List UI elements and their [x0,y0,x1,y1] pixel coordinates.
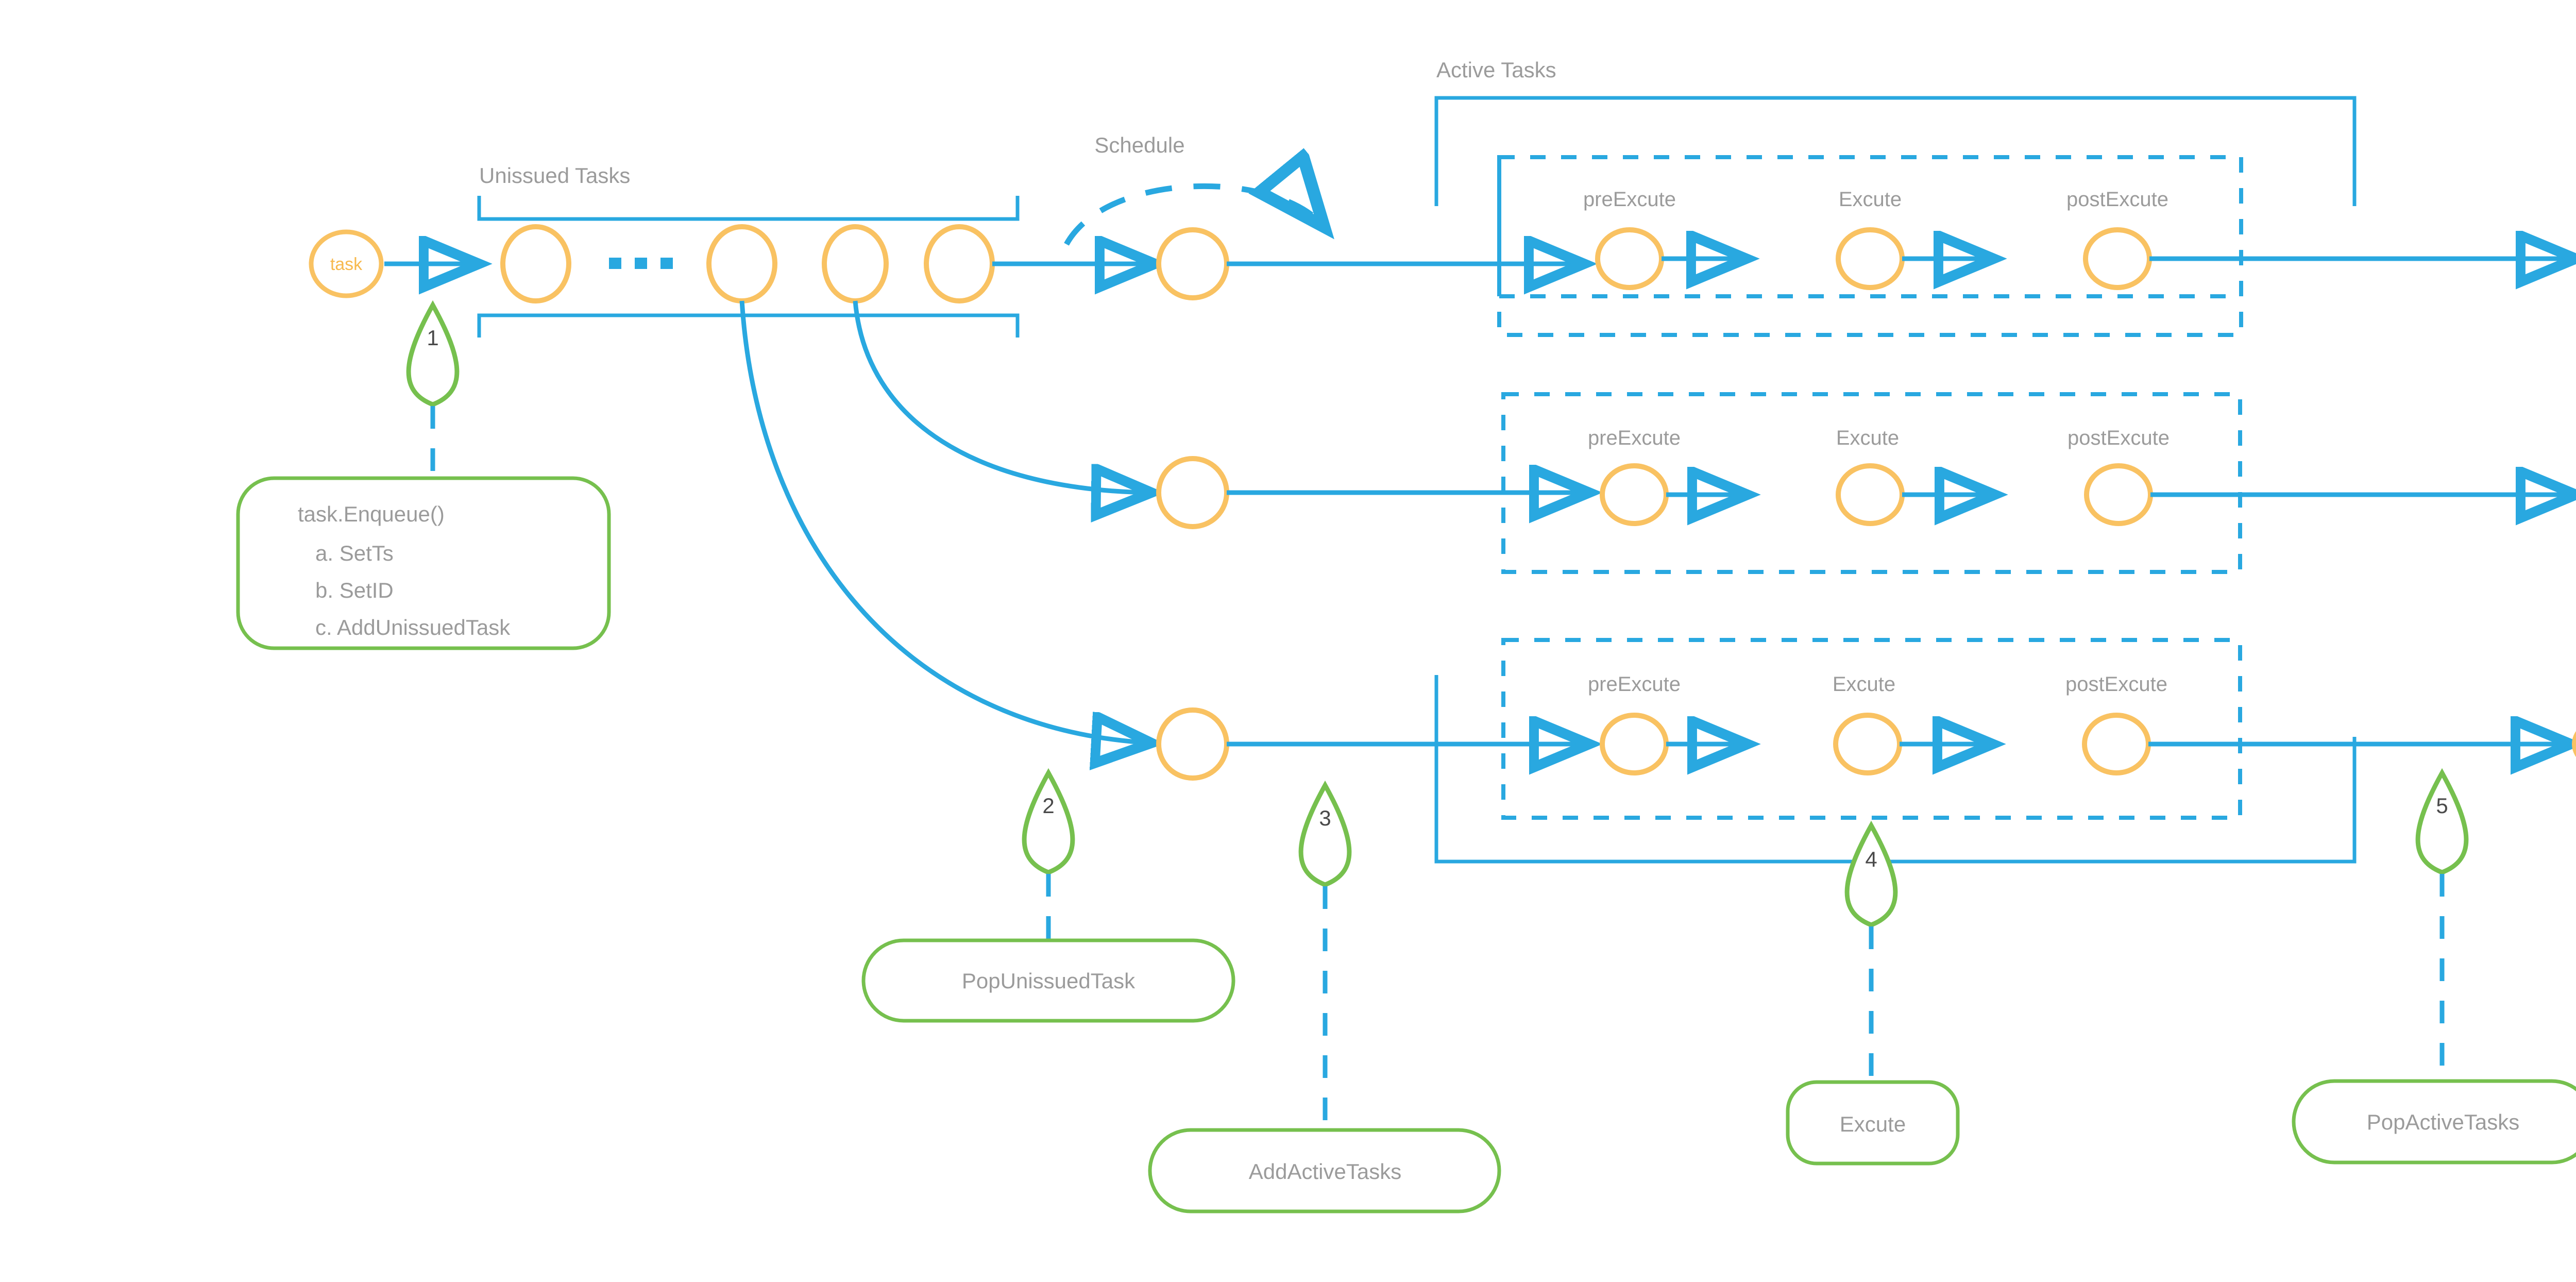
row1-pre-label: preExcute [1583,188,1676,211]
row2-stage-box [1501,392,2242,574]
row3-post-label: postExcute [2065,673,2167,696]
row1-exec-node[interactable] [1836,227,1905,290]
unissued-node-2[interactable] [706,224,777,303]
row2-pre-node[interactable] [1600,463,1669,526]
row1-stage-box [1497,155,2243,337]
row2-stage-nodes: preExcute Excute postExcute [1588,427,2170,526]
row3-stage-nodes: preExcute Excute postExcute [1588,673,2167,775]
start-node-task[interactable]: task [309,229,384,298]
callout-enqueue-title: task.Enqueue() [298,502,445,526]
row1-scheduled-node[interactable] [1156,227,1229,300]
schedule-arc-arrow [1064,186,1324,246]
row3-exec-label: Excute [1833,673,1895,696]
callout-add-active[interactable]: AddActiveTasks [1148,1128,1501,1213]
row1-post-node[interactable] [2083,227,2152,290]
marker-5-number: 5 [2436,794,2448,818]
marker-5[interactable]: 5 [2415,768,2469,875]
edge-queue-to-row2 [853,300,1151,493]
callout-execute-label: Excute [1840,1112,1906,1136]
unissued-node-4[interactable] [924,224,995,303]
unissued-tasks-label: Unissued Tasks [479,163,630,188]
schedule-label: Schedule [1094,133,1184,157]
row2-exec-node[interactable] [1836,463,1905,526]
unissued-tasks-bracket [477,196,1020,338]
marker-4-number: 4 [1865,847,1877,871]
callout-enqueue-line-1: a. SetTs [315,541,394,565]
row1-stage-nodes: preExcute Excute postExcute [1583,188,2168,290]
marker-1[interactable]: 1 [406,300,460,407]
callout-pop-unissued[interactable]: PopUnissuedTask [861,938,1235,1023]
ellipsis-icon [609,258,673,269]
row2-pre-label: preExcute [1588,427,1681,449]
callout-pop-active-label: PopActiveTasks [2367,1110,2519,1134]
unissued-node-3[interactable] [822,224,889,303]
row1-exec-label: Excute [1839,188,1902,211]
start-node-label: task [330,255,363,274]
active-tasks-bracket [1434,96,2357,864]
row3-pre-label: preExcute [1588,673,1681,696]
row3-pre-node[interactable] [1600,713,1669,775]
row3-done-node[interactable] [2572,716,2576,772]
edge-queue-to-row3 [739,300,1151,743]
marker-1-number: 1 [427,326,438,350]
row2-scheduled-node[interactable] [1156,456,1229,529]
unissued-node-1[interactable] [500,224,571,303]
row1-pre-node[interactable] [1595,227,1664,290]
marker-2-number: 2 [1042,794,1054,818]
row1-post-label: postExcute [2066,188,2168,211]
row3-scheduled-node[interactable] [1156,707,1229,781]
callout-pop-unissued-label: PopUnissuedTask [962,969,1136,993]
marker-3-number: 3 [1319,806,1331,830]
callout-enqueue[interactable]: task.Enqueue() a. SetTs b. SetID c. AddU… [236,476,611,650]
row2-exec-label: Excute [1836,427,1899,449]
callout-execute[interactable]: Excute [1786,1080,1960,1166]
marker-4[interactable]: 4 [1844,820,1898,927]
row3-stage-box [1501,638,2242,820]
active-tasks-label: Active Tasks [1436,58,1556,82]
marker-2[interactable]: 2 [1022,768,1075,875]
unissued-queue-nodes [500,224,995,303]
callout-add-active-label: AddActiveTasks [1249,1159,1401,1184]
row3-post-node[interactable] [2082,713,2151,775]
row3-exec-node[interactable] [1833,713,1902,775]
row2-post-label: postExcute [2067,427,2170,449]
marker-3[interactable]: 3 [1298,780,1352,887]
callout-enqueue-line-3: c. AddUnissuedTask [315,615,511,639]
callout-pop-active[interactable]: PopActiveTasks [2292,1079,2576,1165]
callout-enqueue-line-2: b. SetID [315,578,394,602]
row2-post-node[interactable] [2084,463,2153,526]
